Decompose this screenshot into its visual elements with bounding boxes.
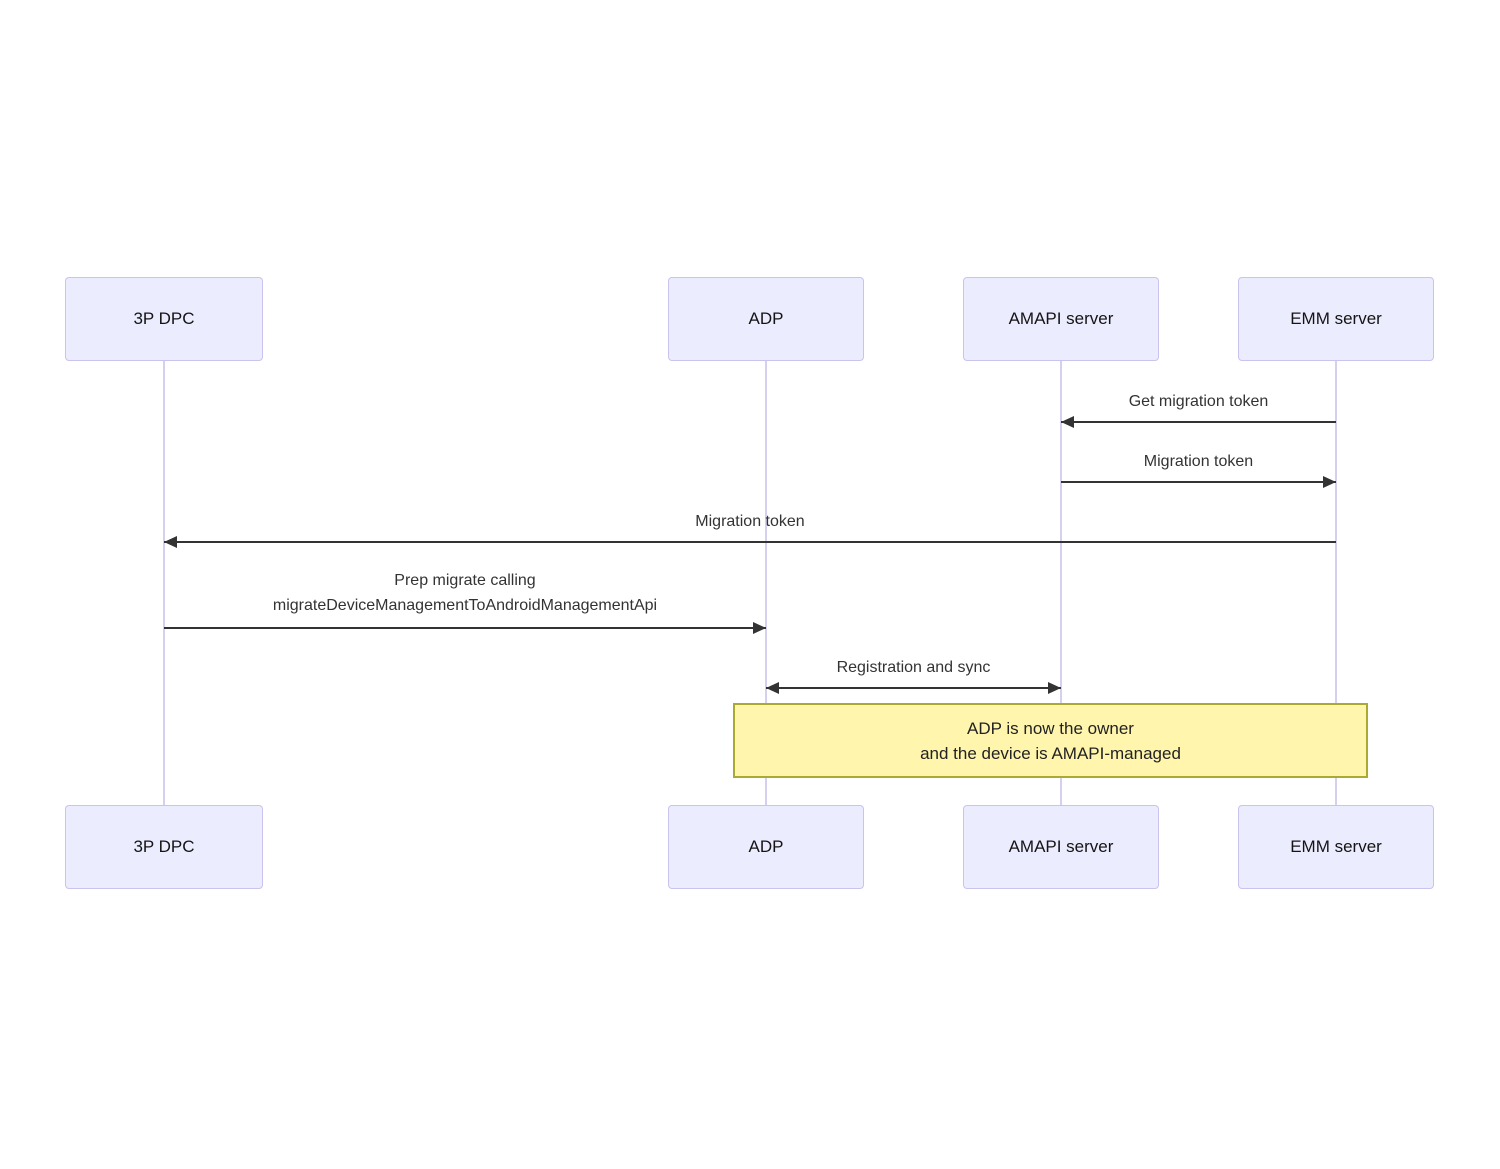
arrowhead-right-icon: [1323, 476, 1336, 488]
actor-label: 3P DPC: [133, 837, 195, 856]
lifeline-amapi-server: [1060, 361, 1062, 805]
message-line: [164, 627, 766, 629]
note-adp-owner: ADP is now the owner and the device is A…: [733, 703, 1368, 778]
actor-top-emm-server: EMM server: [1238, 277, 1434, 361]
arrowhead-right-icon: [753, 622, 766, 634]
message-label-migration-token-to-dpc: Migration token: [695, 513, 805, 530]
message-label-line2: migrateDeviceManagementToAndroidManageme…: [272, 597, 658, 614]
arrowhead-left-icon: [164, 536, 177, 548]
message-line: [164, 541, 1336, 543]
actor-top-3p-dpc: 3P DPC: [65, 277, 263, 361]
message-line: [1061, 481, 1336, 483]
arrowhead-left-icon: [1061, 416, 1074, 428]
actor-bottom-emm-server: EMM server: [1238, 805, 1434, 889]
actor-bottom-amapi-server: AMAPI server: [963, 805, 1159, 889]
actor-top-amapi-server: AMAPI server: [963, 277, 1159, 361]
note-line1: ADP is now the owner: [967, 718, 1134, 738]
message-label-line1: Prep migrate calling: [394, 572, 536, 589]
message-label-prep-migrate: Prep migrate calling migrateDeviceManage…: [164, 568, 766, 618]
actor-label: EMM server: [1290, 837, 1382, 856]
message-label-get-migration-token: Get migration token: [1128, 393, 1269, 410]
lifeline-adp: [765, 361, 767, 805]
actor-bottom-3p-dpc: 3P DPC: [65, 805, 263, 889]
actor-label: ADP: [748, 309, 784, 328]
actor-label: EMM server: [1290, 309, 1382, 328]
lifeline-emm-server: [1335, 361, 1337, 805]
actor-label: ADP: [748, 837, 784, 856]
actor-top-adp: ADP: [668, 277, 864, 361]
message-label-registration-and-sync: Registration and sync: [836, 659, 991, 676]
actor-bottom-adp: ADP: [668, 805, 864, 889]
message-line: [1061, 421, 1336, 423]
lifeline-3p-dpc: [163, 361, 165, 805]
message-line: [766, 687, 1061, 689]
actor-label: AMAPI server: [1008, 837, 1114, 856]
arrowhead-right-icon: [1048, 682, 1061, 694]
note-line2: and the device is AMAPI-managed: [920, 743, 1181, 763]
actor-label: 3P DPC: [133, 309, 195, 328]
arrowhead-left-icon: [766, 682, 779, 694]
actor-label: AMAPI server: [1008, 309, 1114, 328]
message-label-migration-token-to-emm: Migration token: [1143, 453, 1254, 470]
